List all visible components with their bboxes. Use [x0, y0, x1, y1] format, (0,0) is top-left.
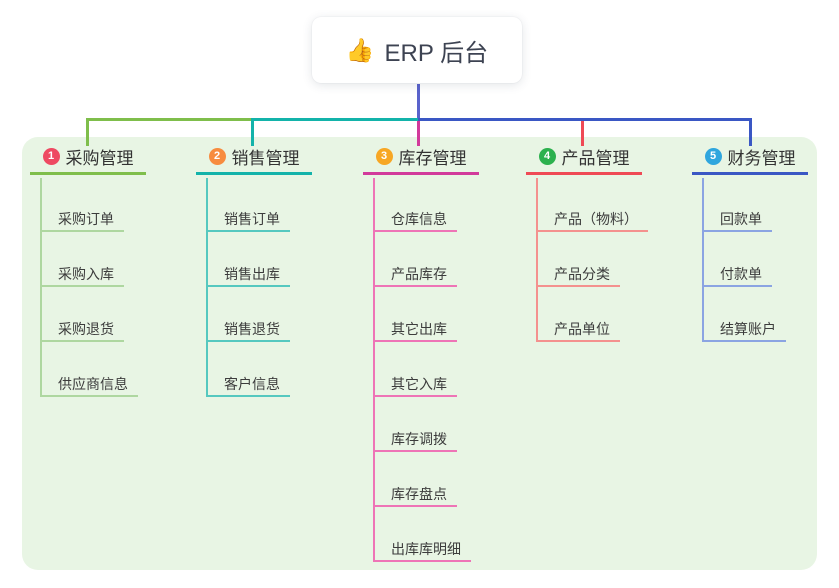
item-label: 产品分类	[554, 265, 610, 282]
connector-drop-branch-1	[86, 118, 89, 146]
connector-horizontal-branch-1	[86, 118, 253, 121]
list-item[interactable]: 采购退货	[40, 314, 124, 342]
item-label: 供应商信息	[58, 375, 128, 392]
list-item[interactable]: 销售出库	[206, 259, 290, 287]
list-item[interactable]: 产品分类	[536, 259, 620, 287]
thumbs-up-icon: 👍	[345, 36, 375, 63]
branch-number-badge: 5	[704, 147, 722, 165]
root-label: ERP 后台	[384, 39, 489, 67]
branch-trunk-line	[373, 178, 375, 560]
list-item[interactable]: 出库库明细	[373, 534, 471, 562]
list-item[interactable]: 产品单位	[536, 314, 620, 342]
list-item[interactable]: 结算账户	[702, 314, 786, 342]
connector-drop-branch-5	[749, 118, 752, 146]
branch-label: 采购管理	[65, 148, 134, 168]
list-item[interactable]: 库存盘点	[373, 479, 457, 507]
item-label: 采购订单	[58, 210, 114, 227]
list-item[interactable]: 付款单	[702, 259, 772, 287]
item-label: 销售订单	[224, 210, 280, 227]
item-label: 其它出库	[391, 320, 447, 337]
item-label: 采购入库	[58, 265, 114, 282]
list-item[interactable]: 采购入库	[40, 259, 124, 287]
connector-drop-branch-2	[251, 118, 254, 146]
board-background	[22, 137, 817, 570]
list-item[interactable]: 产品（物料）	[536, 204, 648, 232]
branch-header-purchase[interactable]: 1 采购管理	[30, 146, 146, 175]
item-label: 仓库信息	[391, 210, 447, 227]
branch-label: 库存管理	[398, 148, 467, 168]
branch-label: 产品管理	[561, 148, 630, 168]
branch-header-product[interactable]: 4 产品管理	[526, 146, 642, 175]
list-item[interactable]: 客户信息	[206, 369, 290, 397]
branch-label: 财务管理	[727, 148, 796, 168]
item-label: 采购退货	[58, 320, 114, 337]
branch-number-badge: 3	[375, 147, 393, 165]
item-label: 产品单位	[554, 320, 610, 337]
branch-number-badge: 2	[208, 147, 226, 165]
branch-trunk-line	[702, 178, 704, 340]
list-item[interactable]: 回款单	[702, 204, 772, 232]
branch-number-badge: 1	[42, 147, 60, 165]
item-label: 库存盘点	[391, 485, 447, 502]
branch-header-sales[interactable]: 2 销售管理	[196, 146, 312, 175]
root-node[interactable]: 👍 ERP 后台	[312, 17, 522, 83]
item-label: 客户信息	[224, 375, 280, 392]
connector-horizontal-branch-2	[251, 118, 420, 121]
branch-trunk-line	[536, 178, 538, 340]
connector-drop-branch-4	[581, 121, 584, 146]
connector-root-stem	[417, 84, 420, 121]
list-item[interactable]: 其它出库	[373, 314, 457, 342]
list-item[interactable]: 销售退货	[206, 314, 290, 342]
item-label: 回款单	[720, 210, 762, 227]
item-label: 其它入库	[391, 375, 447, 392]
list-item[interactable]: 库存调拨	[373, 424, 457, 452]
branch-label: 销售管理	[231, 148, 300, 168]
connector-horizontal-branch-5	[418, 118, 752, 121]
branch-header-finance[interactable]: 5 财务管理	[692, 146, 808, 175]
item-label: 库存调拨	[391, 430, 447, 447]
item-label: 产品（物料）	[554, 210, 638, 227]
item-label: 产品库存	[391, 265, 447, 282]
branch-number-badge: 4	[538, 147, 556, 165]
item-label: 结算账户	[720, 320, 776, 337]
item-label: 销售退货	[224, 320, 280, 337]
item-label: 销售出库	[224, 265, 280, 282]
connector-drop-branch-3	[417, 121, 420, 146]
item-label: 付款单	[720, 265, 762, 282]
list-item[interactable]: 采购订单	[40, 204, 124, 232]
list-item[interactable]: 仓库信息	[373, 204, 457, 232]
list-item[interactable]: 其它入库	[373, 369, 457, 397]
item-label: 出库库明细	[391, 540, 461, 557]
list-item[interactable]: 供应商信息	[40, 369, 138, 397]
list-item[interactable]: 销售订单	[206, 204, 290, 232]
list-item[interactable]: 产品库存	[373, 259, 457, 287]
branch-header-inventory[interactable]: 3 库存管理	[363, 146, 479, 175]
